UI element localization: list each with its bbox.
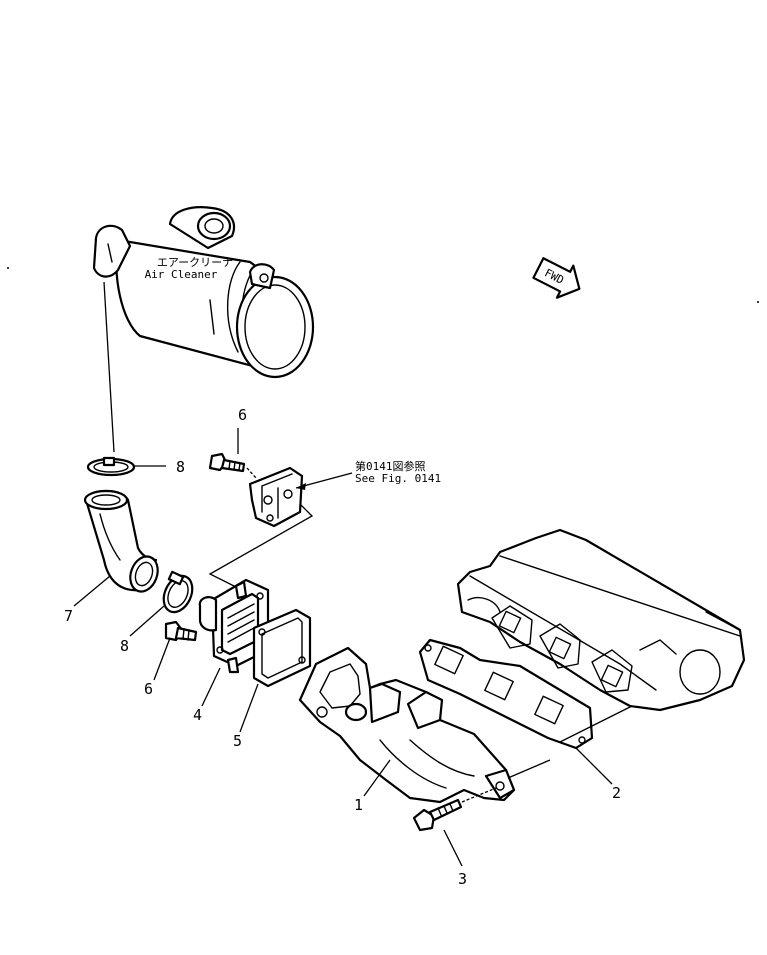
air-cleaner-label-en: Air Cleaner — [145, 268, 218, 281]
callout-3: 3 — [458, 870, 467, 888]
fwd-arrow: FWD — [532, 257, 581, 299]
air-cleaner-connection-line — [103, 281, 115, 453]
exhaust-manifold — [298, 646, 516, 804]
bracket-bolt — [208, 452, 246, 473]
upper-hose-clamp — [86, 456, 136, 477]
callout-8-upper: 8 — [176, 458, 185, 476]
connector-bolt — [164, 620, 198, 642]
see-fig-label-jp: 第0141図参照 — [355, 459, 426, 473]
air-cleaner-label-jp: エアークリーナ — [157, 256, 233, 269]
callout-7: 7 — [64, 607, 73, 625]
cylinder-head — [456, 528, 746, 712]
manifold-gasket — [418, 638, 594, 750]
see-fig-label-en: See Fig. 0141 — [355, 472, 441, 485]
callout-6-upper: 6 — [238, 406, 247, 424]
bracket — [248, 466, 304, 528]
lower-hose-clamp — [162, 570, 194, 614]
elbow-hose — [83, 489, 159, 593]
connector-gasket — [252, 608, 312, 688]
callout-8-lower: 8 — [120, 637, 129, 655]
bracket-connection-line — [208, 503, 314, 591]
callout-5: 5 — [233, 732, 242, 750]
callout-2: 2 — [612, 784, 621, 802]
manifold-bolt — [412, 798, 463, 832]
callout-6-lower: 6 — [144, 680, 153, 698]
air-cleaner: エアークリーナ Air Cleaner — [92, 206, 315, 379]
callout-4: 4 — [193, 706, 202, 724]
callout-1: 1 — [354, 796, 363, 814]
